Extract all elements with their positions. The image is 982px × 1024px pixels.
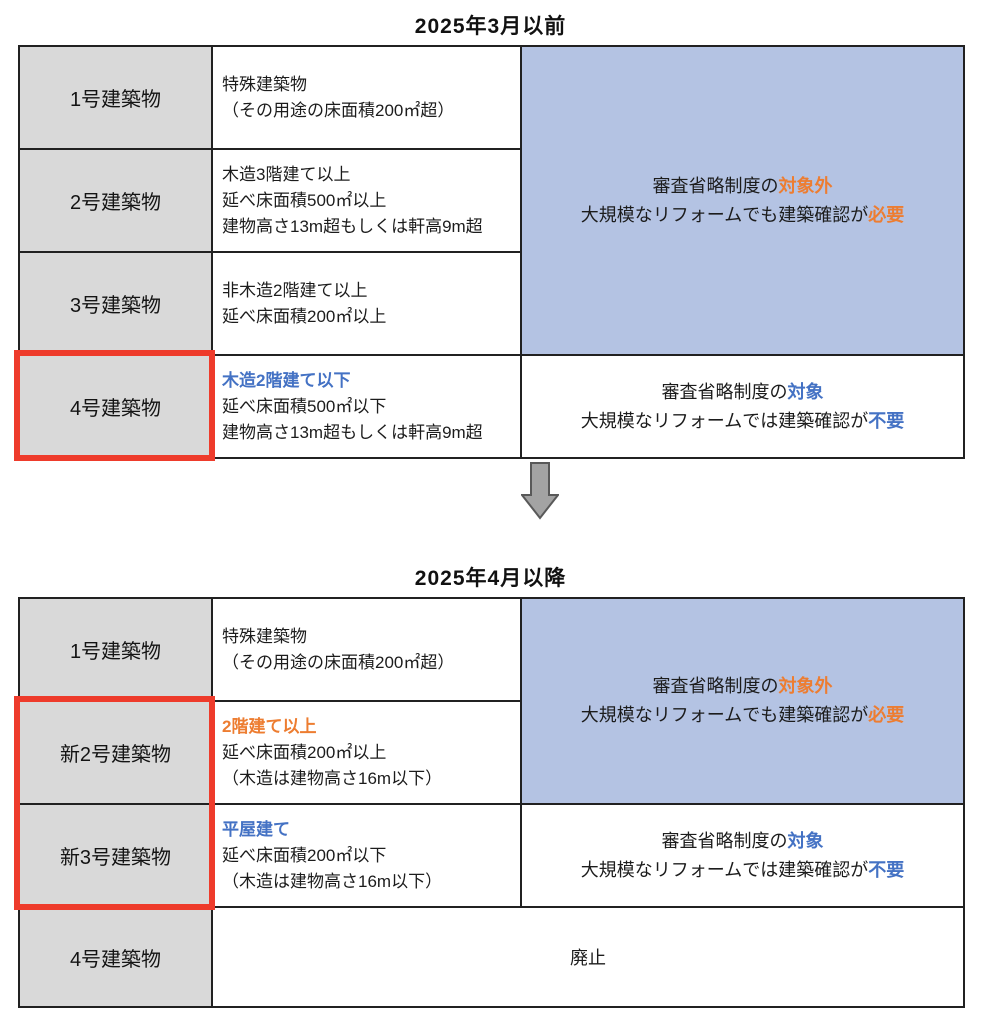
cell-label-1gou-after: 1号建築物 xyxy=(18,597,213,702)
cell-criteria-1gou-after: 特殊建築物（その用途の床面積200㎡超） xyxy=(211,597,522,702)
table-row: 2号建築物 木造3階建て以上延べ床面積500㎡以上建物高さ13m超もしくは軒高9… xyxy=(18,148,964,253)
cell-abolished: 廃止 xyxy=(211,906,965,1008)
cell-criteria-3gou: 非木造2階建て以上延べ床面積200㎡以上 xyxy=(211,251,522,356)
cell-status-included-after: 審査省略制度の対象大規模なリフォームでは建築確認が不要 xyxy=(520,803,965,908)
table-after-grid: 1号建築物 特殊建築物（その用途の床面積200㎡超） 審査省略制度の対象外大規模… xyxy=(18,597,965,1008)
cell-status-excluded-before: 審査省略制度の対象外大規模なリフォームでも建築確認が必要 xyxy=(520,45,965,356)
table-before-grid: 1号建築物 特殊建築物（その用途の床面積200㎡超） 審査省略制度の対象外大規模… xyxy=(18,45,965,459)
cell-criteria-2gou: 木造3階建て以上延べ床面積500㎡以上建物高さ13m超もしくは軒高9m超 xyxy=(211,148,522,253)
table-row: 1号建築物 特殊建築物（その用途の床面積200㎡超） 審査省略制度の対象外大規模… xyxy=(18,597,965,805)
down-arrow-shape xyxy=(519,462,561,520)
table-before: 1号建築物 特殊建築物（その用途の床面積200㎡超） 審査省略制度の対象外大規模… xyxy=(14,45,965,461)
cell-status-excluded-after: 審査省略制度の対象外大規模なリフォームでも建築確認が必要 xyxy=(520,597,965,805)
cell-label-4gou-after: 4号建築物 xyxy=(18,906,213,1008)
cell-criteria-1gou: 特殊建築物（その用途の床面積200㎡超） xyxy=(211,45,522,150)
cell-label-2gou: 2号建築物 xyxy=(18,148,213,253)
table-row: 4号建築物 廃止 xyxy=(18,906,965,1008)
cell-label-shin2gou: 新2号建築物 xyxy=(18,700,213,805)
cell-criteria-shin3gou: 平屋建て延べ床面積200㎡以下（木造は建物高さ16m以下） xyxy=(211,803,522,908)
table-row: 1号建築物 特殊建築物（その用途の床面積200㎡超） 審査省略制度の対象外大規模… xyxy=(18,45,965,356)
cell-criteria-shin2gou: 2階建て以上延べ床面積200㎡以上（木造は建物高さ16m以下） xyxy=(211,700,522,805)
table-after: 1号建築物 特殊建築物（その用途の床面積200㎡超） 審査省略制度の対象外大規模… xyxy=(14,597,965,1008)
title-before: 2025年3月以前 xyxy=(414,15,567,38)
cell-label-1gou: 1号建築物 xyxy=(18,45,213,150)
title-after: 2025年4月以降 xyxy=(414,567,567,590)
table-row: 新2号建築物 2階建て以上延べ床面積200㎡以上（木造は建物高さ16m以下） xyxy=(18,700,964,805)
cell-label-shin3gou: 新3号建築物 xyxy=(18,803,213,908)
cell-criteria-4gou: 木造2階建て以下延べ床面積500㎡以下建物高さ13m超もしくは軒高9m超 xyxy=(211,354,522,459)
table-row: 3号建築物 非木造2階建て以上延べ床面積200㎡以上 xyxy=(18,251,964,356)
table-row: 4号建築物 木造2階建て以下延べ床面積500㎡以下建物高さ13m超もしくは軒高9… xyxy=(18,354,965,459)
table-row: 新3号建築物 平屋建て延べ床面積200㎡以下（木造は建物高さ16m以下） 審査省… xyxy=(18,803,965,908)
down-arrow-icon xyxy=(519,462,561,520)
cell-label-3gou: 3号建築物 xyxy=(18,251,213,356)
cell-status-included-before: 審査省略制度の対象大規模なリフォームでは建築確認が不要 xyxy=(520,354,965,459)
cell-label-4gou: 4号建築物 xyxy=(18,354,213,459)
